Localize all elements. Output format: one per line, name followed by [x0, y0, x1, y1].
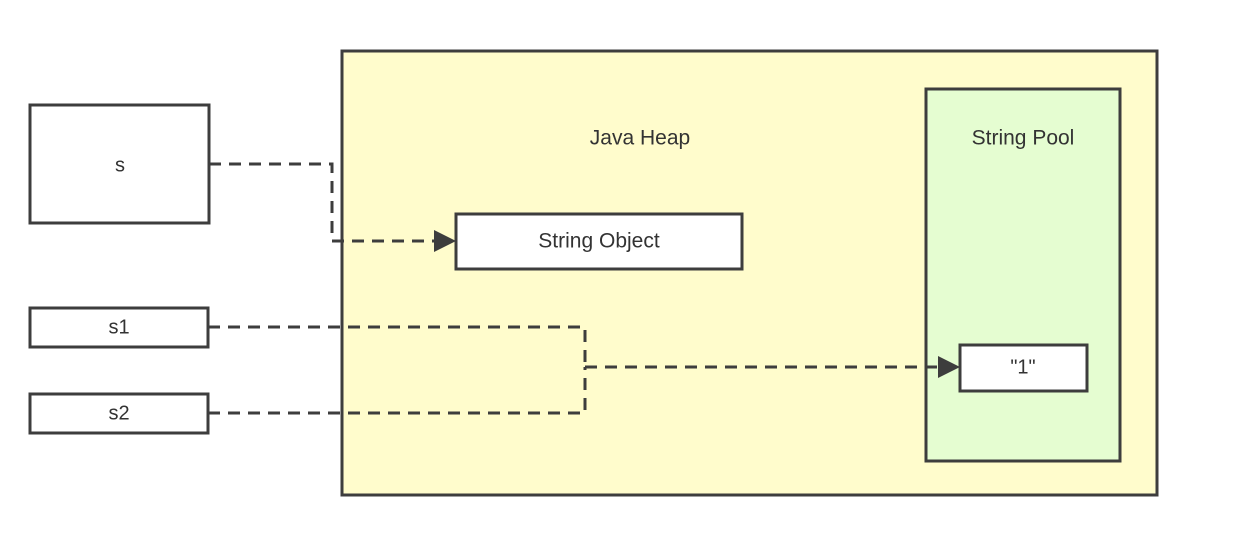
edge-s2-path [208, 367, 587, 415]
object-box-string-object[interactable]: String Object [454, 212, 744, 271]
variable-s1-label: s1 [108, 316, 129, 338]
java-heap-label: Java Heap [590, 127, 690, 150]
edge-trunk-to-literal [585, 356, 960, 378]
object-box-interned-literal[interactable]: "1" [958, 343, 1089, 393]
variable-s2-rect[interactable] [28, 392, 210, 435]
variable-box-s1[interactable]: s1 [28, 306, 210, 349]
variable-s-label: s [115, 154, 125, 176]
interned-literal-rect[interactable] [958, 343, 1089, 393]
string-object-label: String Object [538, 230, 660, 253]
edge-s1-path [208, 325, 587, 367]
edge-s-path [209, 162, 434, 243]
string-object-rect[interactable] [454, 212, 744, 271]
edge-s1-to-literal [208, 325, 587, 367]
edge-s2-to-literal [208, 367, 587, 415]
variable-s2-label: s2 [108, 402, 129, 424]
variable-box-s2[interactable]: s2 [28, 392, 210, 435]
variable-s-rect[interactable] [28, 103, 211, 225]
edge-s-to-string-object [209, 162, 456, 252]
string-pool-rect [924, 87, 1122, 463]
variable-s1-rect[interactable] [28, 306, 210, 349]
interned-literal-label: "1" [1010, 356, 1035, 378]
container-string-pool: String Pool [924, 87, 1122, 463]
variable-box-s[interactable]: s [28, 103, 211, 225]
edge-trunk-arrowhead [938, 356, 960, 378]
string-pool-label: String Pool [972, 127, 1075, 150]
edge-s-arrowhead [434, 230, 456, 252]
